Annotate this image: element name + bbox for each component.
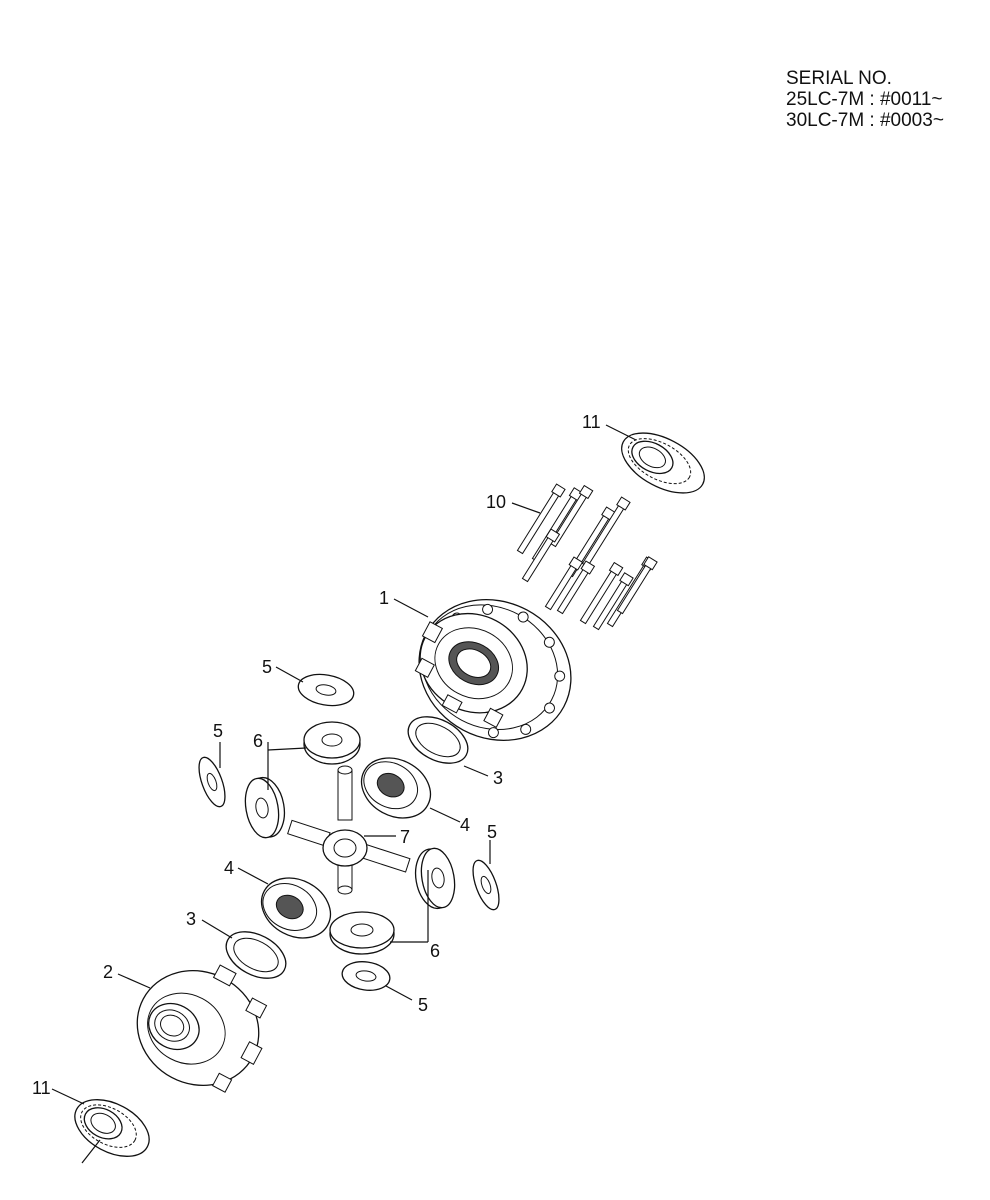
callout-10: 10	[486, 492, 506, 512]
callout-5-b: 5	[213, 721, 223, 741]
callout-1: 1	[379, 588, 389, 608]
part-6-pinion-gear-top	[303, 721, 361, 765]
callout-2: 2	[103, 962, 113, 982]
bolt	[579, 561, 624, 625]
part-5-washer-a	[297, 673, 355, 707]
part-11-bearing-bottom	[74, 1099, 150, 1157]
callout-11-bottom: 11	[32, 1078, 51, 1098]
callout-3-b: 3	[186, 909, 196, 929]
serial-line-30lc: 30LC-7M : #0003~	[786, 110, 944, 131]
bolt	[549, 484, 594, 548]
part-7-cross-shaft	[287, 765, 411, 895]
callout-3-a: 3	[493, 768, 503, 788]
callout-5-c: 5	[487, 822, 497, 842]
bolt	[516, 483, 566, 555]
part-11-bearing-top	[621, 432, 705, 494]
callout-4-b: 4	[224, 858, 234, 878]
part-3-thrust-washer-upper	[407, 716, 469, 764]
part-5-washer-b	[198, 756, 226, 808]
part-2-case-half	[136, 964, 268, 1093]
part-5-washer-d	[341, 961, 391, 991]
callout-labels: 11 10 1 5 5 6 3 4 5 7 4 3 6 2 5 11	[32, 412, 601, 1098]
callout-11-top: 11	[582, 412, 601, 432]
part-3-thrust-washer-lower	[225, 931, 287, 979]
serial-number-block: SERIAL NO. 25LC-7M : #0011~ 30LC-7M : #0…	[786, 68, 944, 131]
bolt	[544, 556, 584, 611]
bolt	[581, 496, 631, 568]
bolt	[556, 560, 596, 615]
leader-lines	[51, 424, 637, 1164]
part-6-pinion-gear-left	[244, 776, 286, 839]
part-1-differential-case	[414, 599, 572, 741]
callout-5-d: 5	[418, 995, 428, 1015]
bolt	[616, 556, 658, 615]
callout-4-a: 4	[460, 815, 470, 835]
serial-line-25lc: 25LC-7M : #0011~	[786, 89, 943, 110]
part-4-side-gear-lower	[260, 877, 332, 939]
callout-5-a: 5	[262, 657, 272, 677]
serial-heading: SERIAL NO.	[786, 68, 892, 89]
part-6-pinion-gear-bottom	[329, 911, 395, 955]
part-6-pinion-gear-right	[414, 847, 456, 910]
bolt	[521, 528, 561, 583]
callout-7: 7	[400, 827, 410, 847]
part-5-washer-c	[472, 859, 500, 911]
bolt	[592, 572, 634, 631]
callout-6-a: 6	[253, 731, 263, 751]
callout-6-b: 6	[430, 941, 440, 961]
part-4-side-gear-upper	[360, 757, 432, 819]
part-10-bolts	[516, 483, 658, 631]
